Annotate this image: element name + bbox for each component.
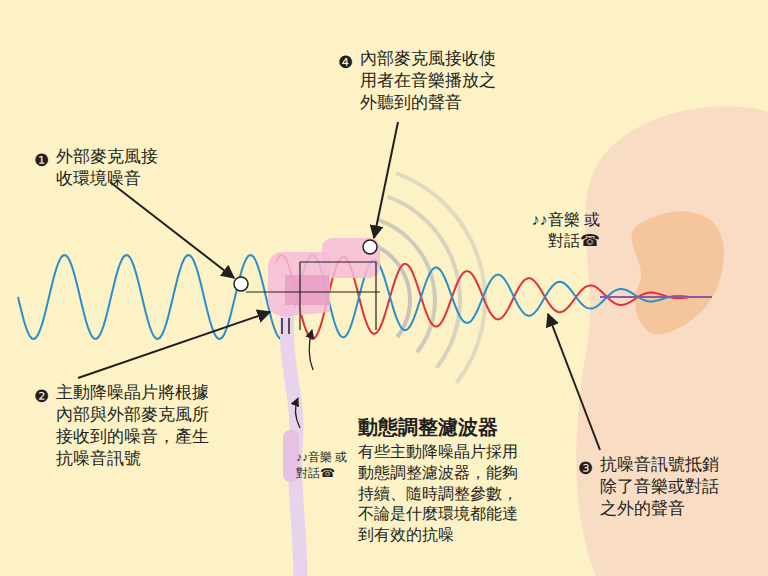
ear-concha bbox=[632, 211, 724, 334]
callout-number: ❷ bbox=[34, 386, 56, 408]
leader-line bbox=[548, 314, 600, 450]
internal-microphone bbox=[363, 240, 377, 254]
callout-number: ❹ bbox=[338, 52, 360, 74]
callout-text: 主動降噪晶片將根據內部與外部麥克風所接收到的噪音，產生抗噪音訊號 bbox=[56, 382, 216, 470]
driver-unit bbox=[285, 275, 329, 305]
callout-number: ❸ bbox=[578, 458, 600, 480]
leader-line bbox=[110, 182, 234, 278]
callout-text: 外部麥克風接收環境噪音 bbox=[56, 146, 164, 190]
signal-label: ♪♪音樂 或對話☎ bbox=[530, 210, 600, 252]
external-microphone bbox=[234, 277, 248, 291]
body-text: 有些主動降噪晶片採用動態調整濾波器，能夠持續、隨時調整參數，不論是什麼環境都能達… bbox=[358, 442, 524, 546]
sound-arc bbox=[396, 173, 485, 383]
callout-text: 抗噪音訊號抵銷除了音樂或對話之外的聲音 bbox=[600, 454, 726, 520]
ear bbox=[576, 106, 768, 576]
signal-arrow bbox=[295, 398, 300, 428]
leader-line bbox=[374, 122, 398, 238]
music-signal bbox=[600, 296, 712, 298]
earbud-nozzle bbox=[322, 238, 380, 278]
leader-line bbox=[78, 312, 270, 378]
callout-number: ❶ bbox=[34, 150, 56, 172]
heading: 動態調整濾波器 bbox=[358, 414, 538, 440]
driver-outline bbox=[246, 262, 380, 330]
callout-text: 內部麥克風接收使用者在音樂播放之外聽到的聲音 bbox=[360, 48, 502, 114]
signal-label: ♪♪音樂 或對話☎ bbox=[296, 450, 352, 481]
signal-arrow bbox=[309, 330, 313, 370]
anc-chip bbox=[282, 318, 289, 334]
sound-arc bbox=[388, 197, 460, 368]
